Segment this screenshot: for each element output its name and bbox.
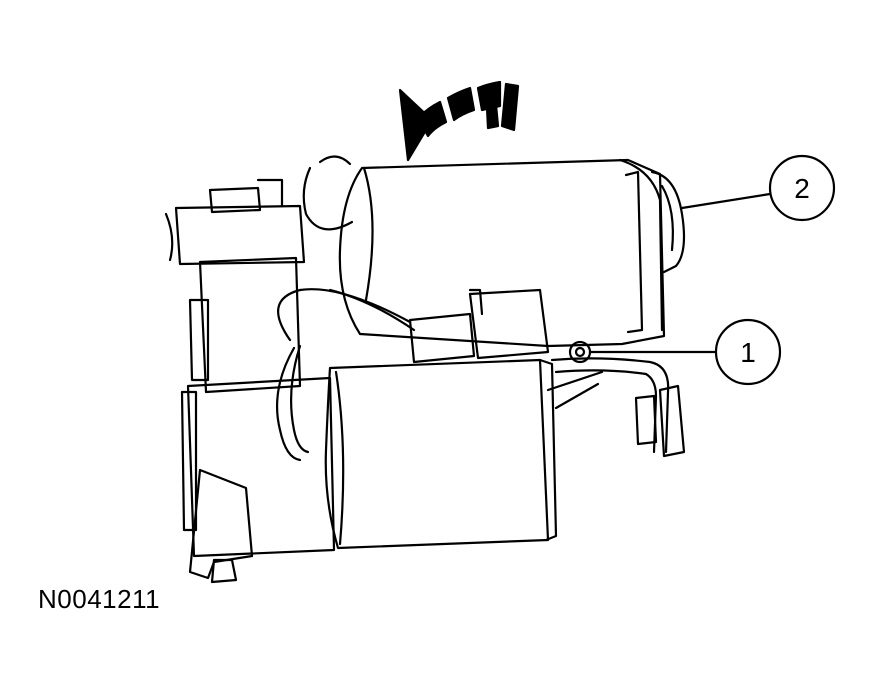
motor-housing bbox=[324, 358, 558, 550]
callout-2-label: 2 bbox=[794, 173, 810, 204]
mounting-bracket bbox=[546, 357, 686, 458]
callout-1-label: 1 bbox=[740, 337, 756, 368]
wire-harness bbox=[275, 155, 416, 462]
compressor-head bbox=[164, 178, 336, 584]
rotation-arrow bbox=[398, 80, 520, 162]
dryer-housing bbox=[338, 158, 666, 348]
callout-1: 1 bbox=[714, 318, 782, 386]
electrical-connector bbox=[408, 288, 550, 364]
callout-2: 2 bbox=[768, 154, 836, 222]
figure-id: N0041211 bbox=[38, 584, 161, 614]
dryer-cover bbox=[650, 170, 686, 274]
leader-line-2 bbox=[680, 192, 772, 210]
